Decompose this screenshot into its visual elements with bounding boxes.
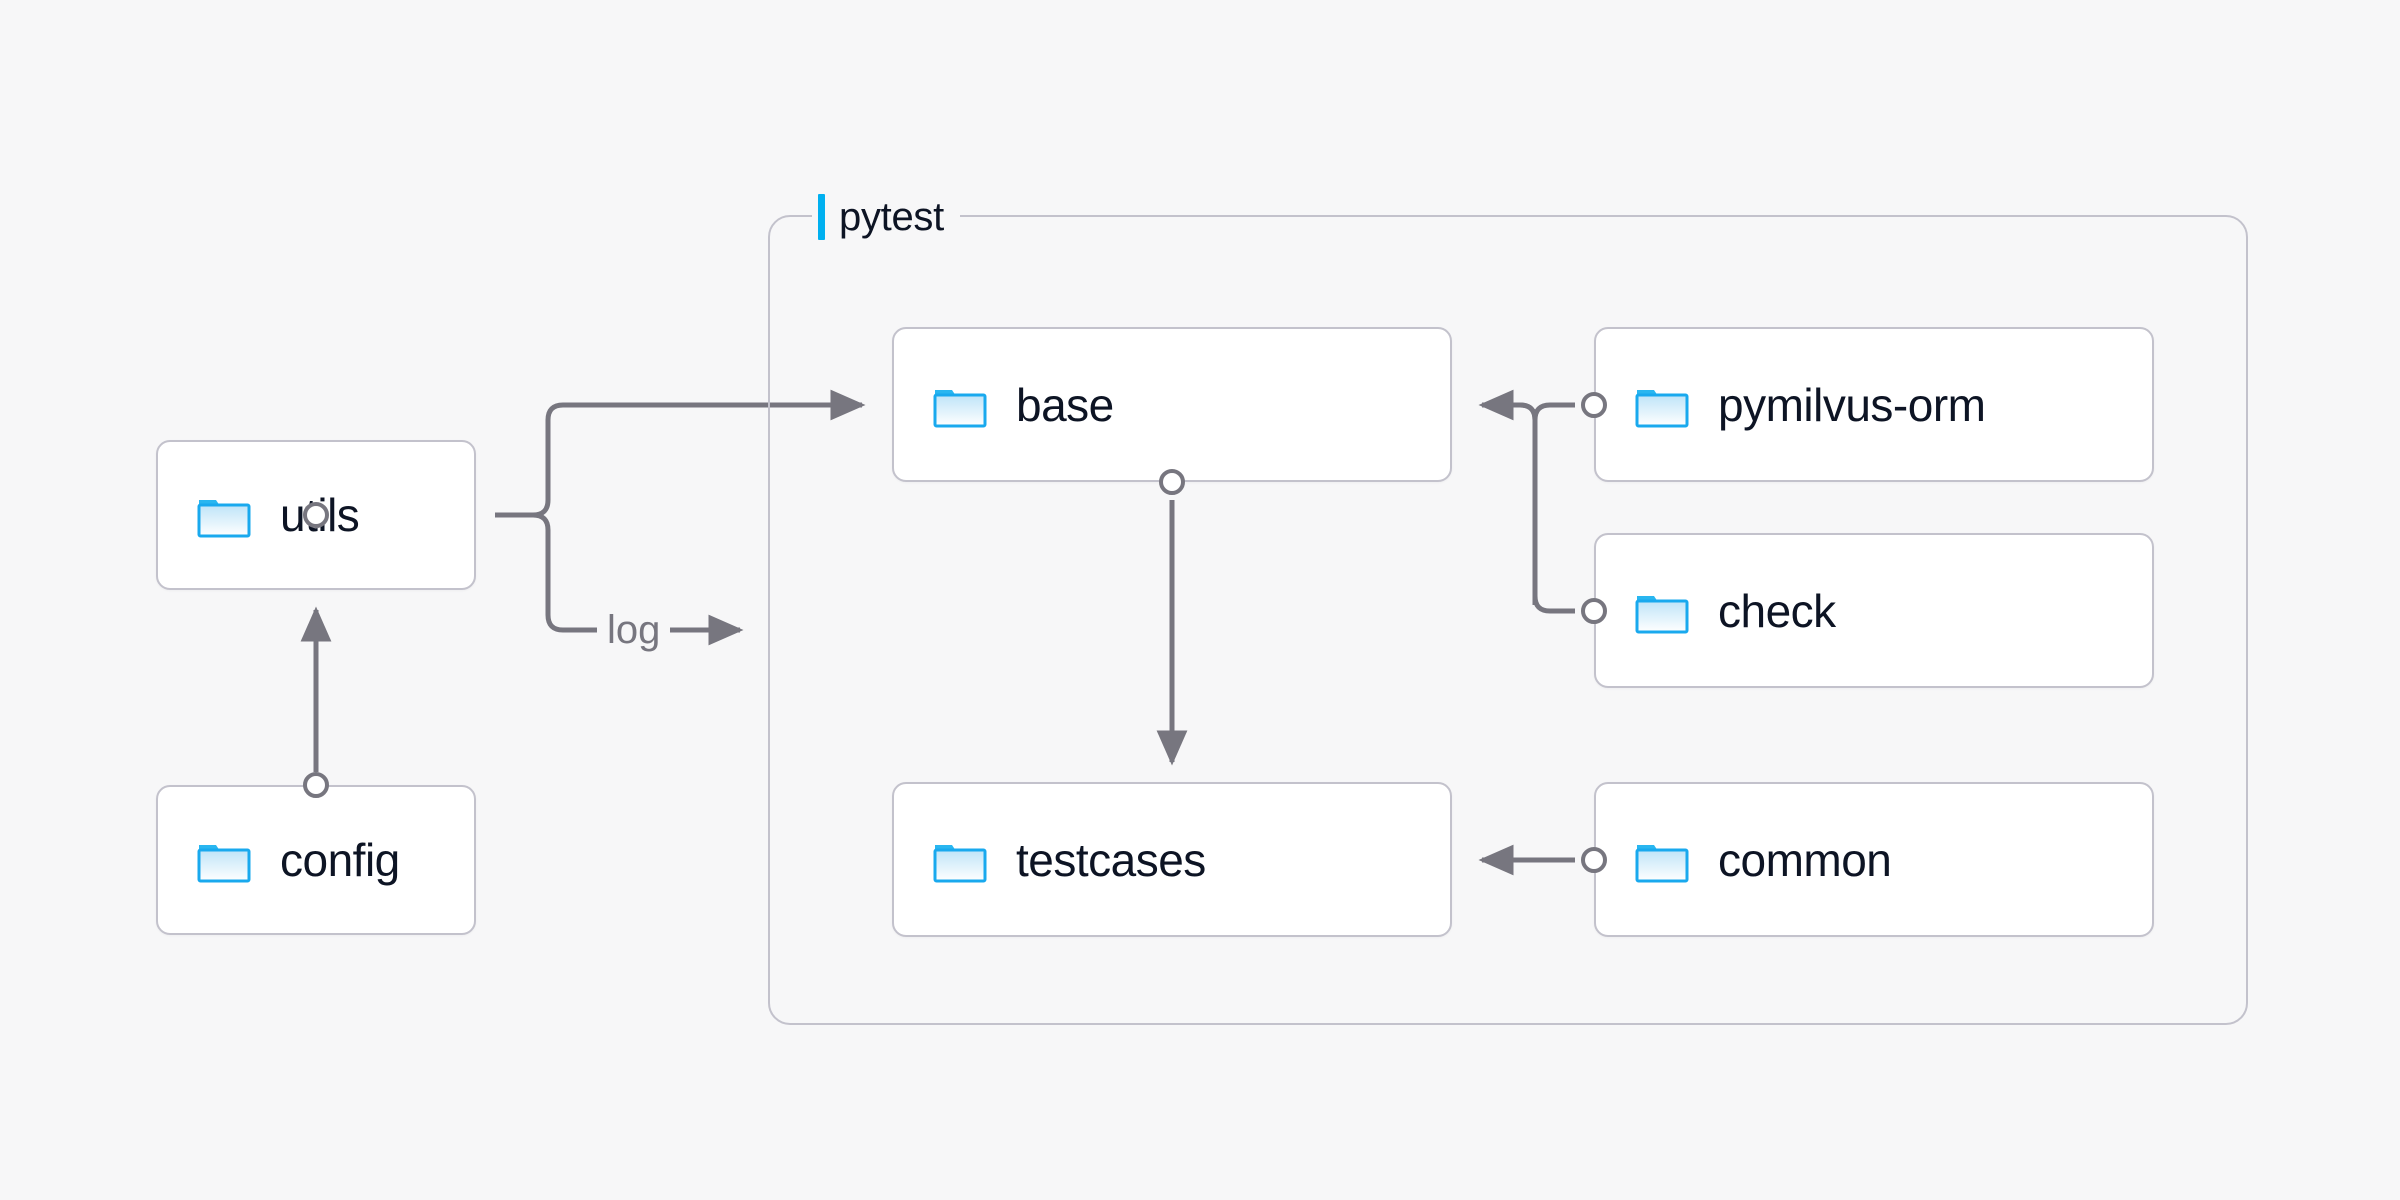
group-accent-bar: [818, 194, 825, 240]
node-common-label: common: [1718, 833, 1892, 886]
port-utils-right[interactable]: [303, 502, 329, 528]
group-pytest[interactable]: [768, 215, 2248, 1025]
group-pytest-title: pytest: [839, 195, 944, 239]
port-base-bottom[interactable]: [1159, 469, 1185, 495]
node-testcases-label: testcases: [1016, 833, 1206, 886]
node-base[interactable]: base: [892, 327, 1452, 482]
node-base-label: base: [1016, 378, 1114, 431]
node-config-label: config: [280, 834, 400, 886]
node-common[interactable]: common: [1594, 782, 2154, 937]
folder-icon: [197, 845, 251, 883]
node-testcases[interactable]: testcases: [892, 782, 1452, 937]
folder-icon: [197, 500, 251, 538]
folder-icon: [933, 844, 987, 882]
port-config-top[interactable]: [303, 772, 329, 798]
node-pymilvus-orm[interactable]: pymilvus-orm: [1594, 327, 2154, 482]
node-config[interactable]: config: [156, 785, 476, 935]
node-check-label: check: [1718, 584, 1836, 637]
folder-icon: [1635, 389, 1689, 427]
node-pymilvus-orm-label: pymilvus-orm: [1718, 378, 1986, 431]
port-common-left[interactable]: [1581, 847, 1607, 873]
folder-icon: [933, 389, 987, 427]
port-check-left[interactable]: [1581, 598, 1607, 624]
port-pymilvus-orm-left[interactable]: [1581, 392, 1607, 418]
group-pytest-label: pytest: [812, 193, 960, 241]
folder-icon: [1635, 844, 1689, 882]
folder-icon: [1635, 595, 1689, 633]
edge-label-log: log: [597, 610, 671, 650]
node-check[interactable]: check: [1594, 533, 2154, 688]
